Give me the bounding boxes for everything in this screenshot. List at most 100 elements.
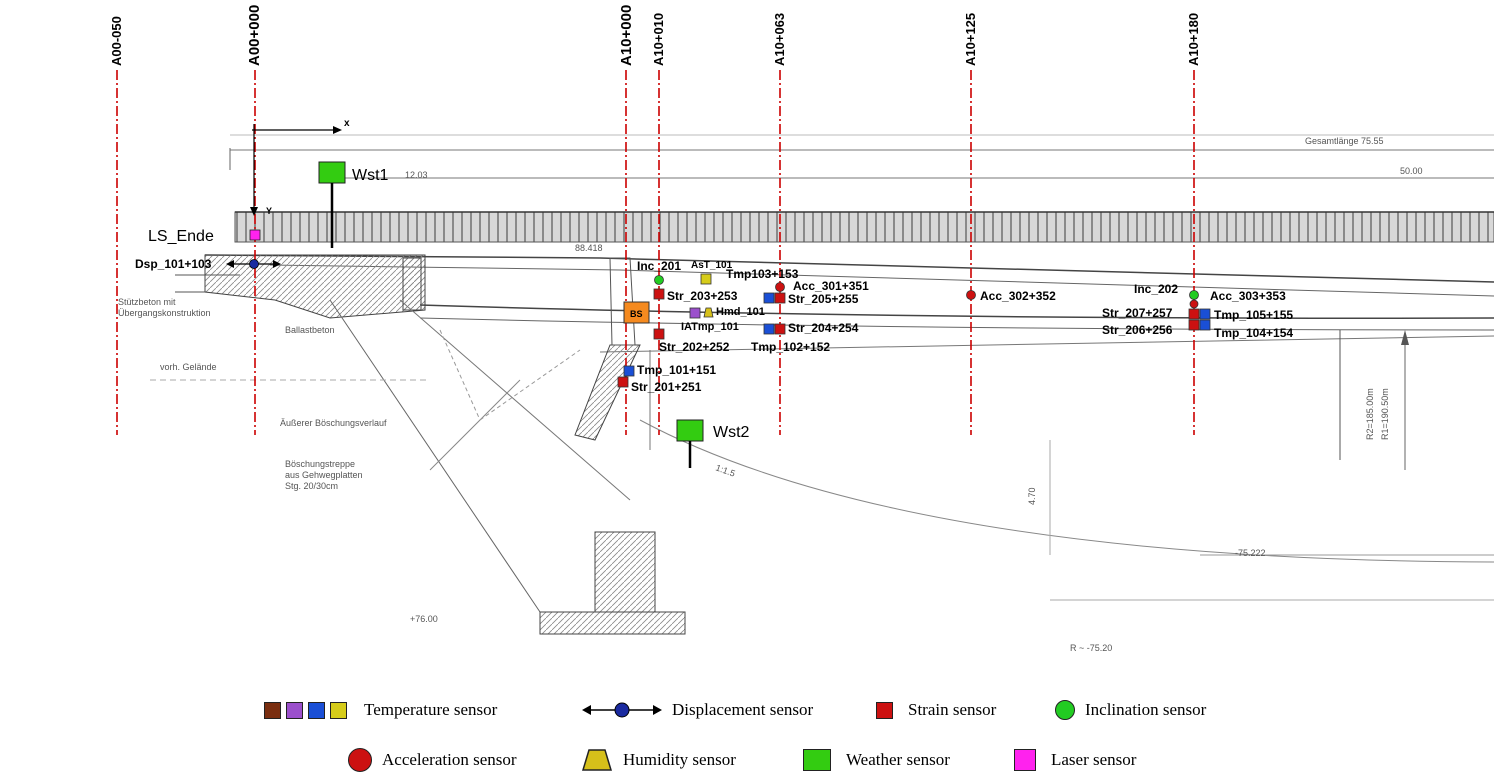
dim-total-length: Gesamtlänge 75.55 [1305, 136, 1384, 146]
section-label-a10-000: A10+000 [618, 5, 635, 66]
dim-50: 50.00 [1400, 166, 1423, 176]
displacement-sensor-marker [226, 259, 281, 269]
tmp-205-marker [763, 292, 775, 304]
str-204-marker [774, 323, 786, 335]
str-205-label: Str_205+255 [788, 292, 859, 306]
section-label-a00-000: A00+000 [246, 5, 263, 66]
elevation-88: 88.418 [575, 243, 603, 253]
tmp-101-marker [623, 365, 635, 377]
weather-swatch [803, 749, 831, 771]
bs-label: BS [630, 309, 643, 319]
weather-station-wst2: Wst2 [676, 419, 750, 468]
label-elev-75: -75.222 [1235, 548, 1266, 558]
str-202-label: Str_202+252 [659, 340, 730, 354]
iatmp-101-marker [689, 307, 701, 319]
tmp-103-marker [700, 273, 712, 285]
background-drawing [150, 134, 1494, 635]
inc-202-marker [1189, 290, 1199, 300]
legend-strain: Strain sensor [876, 695, 996, 725]
label-treppe1: Böschungstreppe [285, 459, 355, 469]
label-r2: R2=185.00m [1365, 388, 1375, 440]
ast-101-label: AsT_101 [691, 260, 733, 271]
label-r-75: R ~ -75.20 [1070, 643, 1112, 653]
label-treppe3: Stg. 20/30cm [285, 481, 338, 491]
acc-303-marker [1189, 299, 1199, 309]
str-206-marker [1188, 319, 1200, 331]
section-lines [116, 70, 1195, 435]
x-axis-label: x [344, 118, 350, 129]
str-205-marker [774, 292, 786, 304]
dim-1203: 12.03 [405, 170, 428, 180]
label-elev-76: +76.00 [410, 614, 438, 624]
section-labels: A00-050 A00+000 A10+000 A10+010 A10+063 … [109, 5, 1201, 66]
humidity-swatch [581, 749, 613, 771]
laser-sensor-label: LS_Ende [148, 228, 214, 245]
legend-acceleration-label: Acceleration sensor [382, 750, 517, 769]
section-label-a10-125: A10+125 [963, 13, 978, 66]
legend-temperature-label: Temperature sensor [364, 700, 498, 719]
label-slope: 1:1.5 [714, 462, 736, 478]
dsp-101-label: Dsp_101+103 [135, 257, 212, 271]
displacement-swatch [582, 702, 662, 718]
legend-laser: Laser sensor [1014, 745, 1136, 775]
label-470: 4.70 [1027, 487, 1037, 505]
acc-302-marker [966, 290, 976, 300]
label-boeschungsverlauf: Äußerer Böschungsverlauf [280, 418, 387, 428]
legend-row-2: Acceleration sensor Humidity sensor Weat… [0, 745, 1494, 775]
drawing-annotations: Gesamtlänge 75.55 50.00 12.03 88.418 Stü… [118, 136, 1423, 653]
laser-swatch [1014, 749, 1036, 771]
legend-displacement: Displacement sensor [582, 695, 813, 725]
tmp-104-marker [1199, 319, 1211, 331]
tmp-105-label: Tmp_105+155 [1214, 308, 1293, 322]
hmd-101-label: Hmd_101 [716, 306, 765, 318]
legend-weather: Weather sensor [803, 745, 950, 775]
str-202-marker [653, 328, 665, 340]
legend-inclination-label: Inclination sensor [1085, 700, 1207, 719]
legend-acceleration: Acceleration sensor [348, 745, 517, 775]
iatmp-101-label: IATmp_101 [681, 321, 739, 333]
temperature-swatch-yellow [330, 701, 347, 719]
legend-humidity-label: Humidity sensor [623, 750, 736, 769]
strain-swatch [876, 701, 893, 719]
tmp-101-label: Tmp_101+151 [637, 363, 716, 377]
wst1-label: Wst1 [352, 167, 389, 184]
legend-strain-label: Strain sensor [908, 700, 997, 719]
label-r1: R1=190.50m [1380, 388, 1390, 440]
laser-sensor-marker [249, 229, 261, 241]
acc-301-marker [775, 282, 785, 292]
acc-302-label: Acc_302+352 [980, 289, 1056, 303]
tmp-104-label: Tmp_104+154 [1214, 326, 1293, 340]
tmp-105-marker [1199, 308, 1211, 320]
bs-box [623, 301, 650, 324]
label-gelaende: vorh. Gelände [160, 362, 217, 372]
wst2-label: Wst2 [713, 424, 750, 441]
str-204-label: Str_204+254 [788, 321, 859, 335]
legend-humidity: Humidity sensor [581, 745, 736, 775]
temperature-swatch-brown [264, 701, 281, 719]
temperature-swatch-purple [286, 701, 303, 719]
tmp-103-label: Tmp103+153 [726, 267, 799, 281]
str-201-marker [617, 376, 629, 388]
inclination-swatch [1055, 700, 1075, 720]
section-label-a00-050: A00-050 [109, 16, 124, 66]
acc-303-label: Acc_303+353 [1210, 289, 1286, 303]
str-207-marker [1188, 308, 1200, 320]
hmd-101-marker [703, 307, 714, 318]
legend-inclination: Inclination sensor [1055, 695, 1206, 725]
str-203-marker [653, 288, 665, 300]
section-label-a10-063: A10+063 [772, 13, 787, 66]
str-201-label: Str_201+251 [631, 380, 702, 394]
acc-301-label: Acc_301+351 [793, 279, 869, 293]
bridge-sensor-diagram: Gesamtlänge 75.55 50.00 12.03 88.418 Stü… [109, 5, 1494, 653]
inc-201-marker [654, 275, 664, 285]
label-stuetzbeton: Stützbeton mit [118, 297, 176, 307]
coordinate-axes [250, 124, 342, 216]
acceleration-swatch [348, 748, 372, 772]
weather-station-wst1: Wst1 [318, 161, 389, 248]
legend-displacement-label: Displacement sensor [672, 700, 814, 719]
label-uebergang: Übergangskonstruktion [118, 308, 211, 318]
legend-weather-label: Weather sensor [846, 750, 950, 769]
section-label-a10-180: A10+180 [1186, 13, 1201, 66]
str-206-label: Str_206+256 [1102, 323, 1173, 337]
y-axis-label: Y [266, 206, 272, 216]
